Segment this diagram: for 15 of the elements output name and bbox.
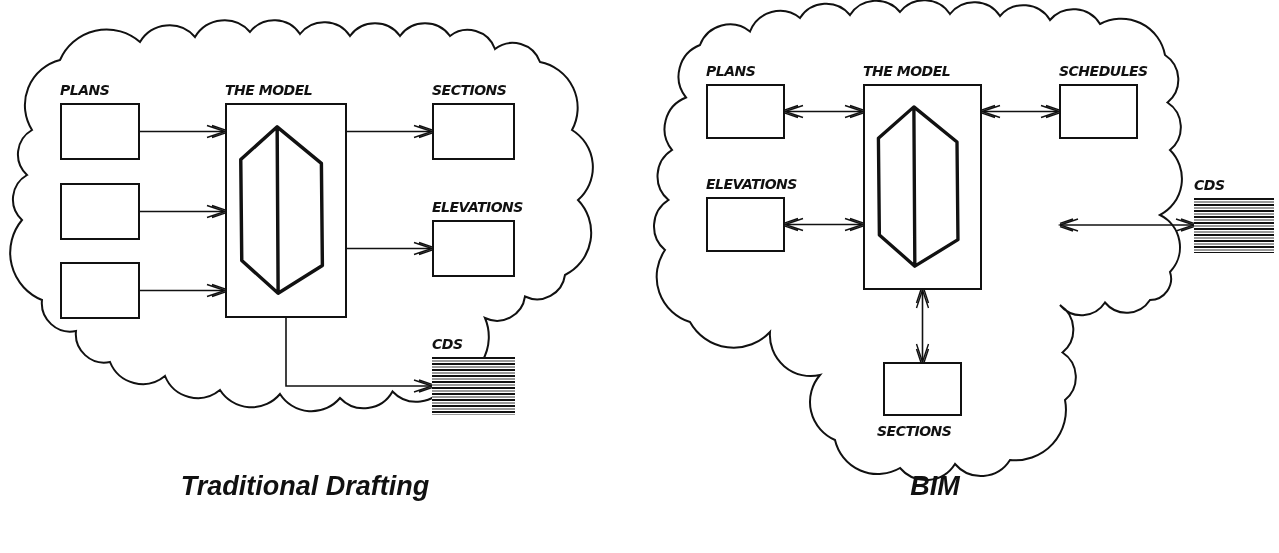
sheet-label: ELEVATIONS (432, 198, 523, 216)
sheet-label: ELEVATIONS (706, 175, 797, 193)
diagram-caption: Traditional Drafting (179, 470, 431, 502)
sheet-box (60, 183, 140, 240)
sheet-label: SECTIONS (432, 81, 507, 99)
diagram-caption: BIM (909, 470, 961, 502)
sheet-label: PLANS (60, 81, 110, 99)
sheet-label: SECTIONS (877, 422, 952, 440)
sheet-label: THE MODEL (863, 62, 951, 80)
sheet-label: SCHEDULES (1059, 62, 1148, 80)
sheet-label: CDS (1194, 176, 1225, 194)
sheet-box (60, 262, 140, 319)
sheet-label: THE MODEL (225, 81, 313, 99)
sheet-label: PLANS (706, 62, 756, 80)
sheet-label: CDS (432, 335, 463, 353)
